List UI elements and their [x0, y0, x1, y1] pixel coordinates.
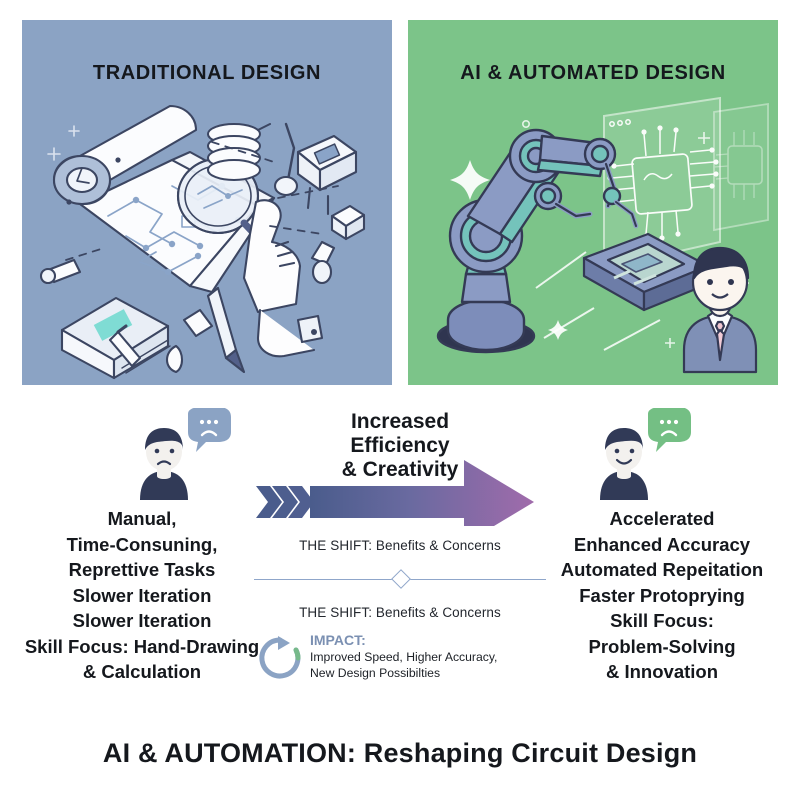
- ai-design-illustration: [436, 96, 769, 374]
- list-item: Problem-Solving: [588, 635, 736, 657]
- arrow-heading-line-3: & Creativity: [341, 458, 459, 481]
- impact-title: IMPACT:: [310, 632, 366, 648]
- panel-traditional-design: TRADITIONAL DESIGN: [22, 20, 392, 385]
- impact-line-1: Improved Speed, Higher Accuracy,: [310, 650, 498, 664]
- impact-block: IMPACT: Improved Speed, Higher Accuracy,…: [248, 632, 552, 686]
- refresh-cycle-icon: [259, 636, 301, 679]
- shift-summary-block: THE SHIFT: Benefits & Concerns THE SHIFT…: [248, 538, 552, 686]
- traditional-attributes-list: Manual, Time-Consuning, Reprettive Tasks…: [8, 506, 276, 685]
- panel-title-ai-automated: AI & AUTOMATED DESIGN: [460, 62, 726, 84]
- list-item: Reprettive Tasks: [68, 559, 216, 580]
- list-item: & Calculation: [82, 661, 202, 682]
- list-item: Slower Iteration: [72, 610, 212, 631]
- shift-label-bottom: THE SHIFT: Benefits & Concerns: [299, 605, 501, 620]
- happy-person-avatar-icon: [600, 407, 691, 500]
- sad-person-avatar-icon: [140, 407, 231, 500]
- comparison-panels: TRADITIONAL DESIGN: [0, 0, 800, 392]
- shift-label-top: THE SHIFT: Benefits & Concerns: [299, 538, 501, 553]
- ai-attributes-list: Accelerated Enhanced Accuracy Automated …: [528, 506, 796, 685]
- list-item: Slower Iteration: [72, 584, 212, 606]
- impact-line-2: New Design Possibilties: [310, 665, 441, 680]
- arrow-heading-line-2: Efficiency: [350, 434, 450, 457]
- arrow-heading: Increased Efficiency & Creativity: [248, 410, 552, 482]
- divider: [248, 569, 552, 589]
- list-item: Skill Focus:: [610, 610, 714, 631]
- arrow-heading-line-1: Increased: [350, 410, 450, 433]
- page-title: AI & AUTOMATION: Reshaping Circuit Desig…: [102, 738, 698, 768]
- comparison-middle-section: Increased Efficiency & Creativity Manual…: [0, 398, 800, 728]
- diamond-marker-icon: [391, 569, 411, 589]
- panel-ai-automated-design: AI & AUTOMATED DESIGN: [408, 20, 778, 385]
- list-item: Manual,: [107, 508, 177, 529]
- panel-title-traditional: TRADITIONAL DESIGN: [92, 62, 322, 84]
- traditional-design-illustration: [39, 104, 366, 380]
- list-item: Skill Focus: Hand-Drawing: [24, 635, 260, 657]
- sad-speech-bubble: [188, 407, 231, 452]
- list-item: Time-Consuning,: [66, 533, 218, 555]
- list-item: Faster Protoprying: [579, 584, 745, 606]
- list-item: Enhanced Accuracy: [573, 533, 751, 555]
- list-item: Automated Repeitation: [560, 559, 764, 580]
- list-item: & Innovation: [605, 661, 719, 682]
- list-item: Accelerated: [609, 508, 715, 529]
- avatar-traditional-worker: [122, 407, 232, 506]
- transition-arrow-block: Increased Efficiency & Creativity: [248, 398, 552, 526]
- gradient-arrow-icon: [256, 460, 534, 526]
- avatar-ai-worker: [582, 407, 692, 506]
- green-speech-bubble: [648, 407, 691, 452]
